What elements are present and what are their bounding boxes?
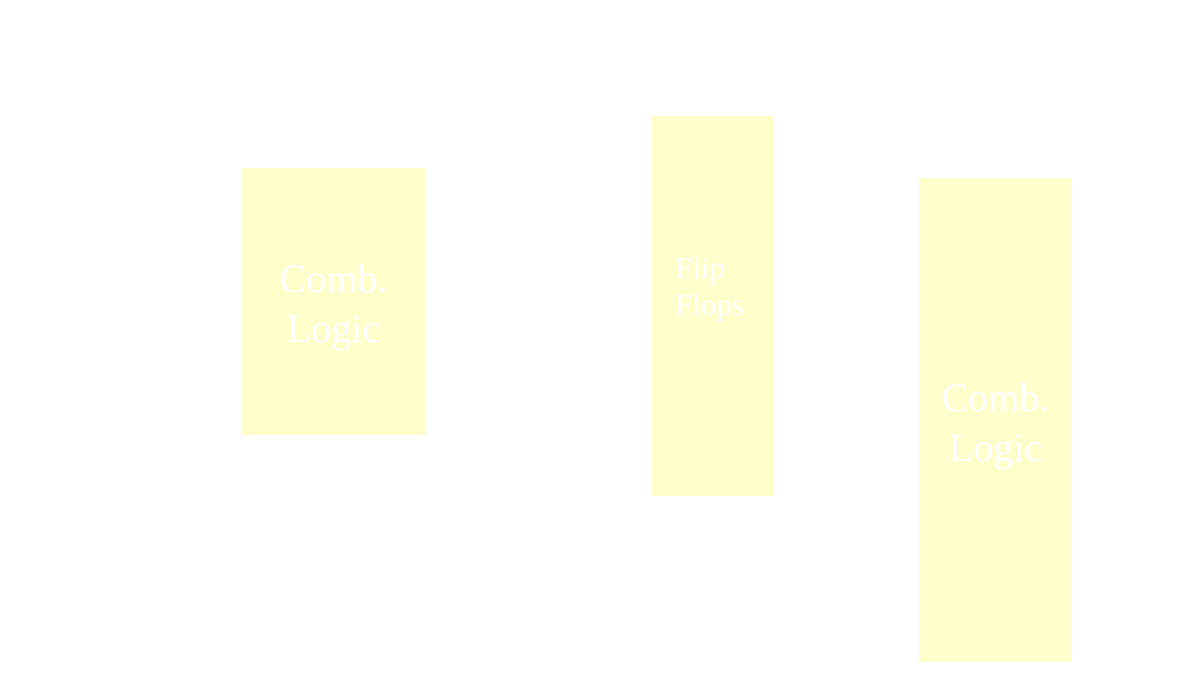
comb-logic-label-left: Comb. Logic: [242, 254, 425, 354]
block-label-line: Flip: [675, 250, 725, 285]
block-label-line: Comb.: [941, 375, 1050, 420]
comb-logic-block-left: Comb. Logic: [242, 168, 425, 435]
block-label-line: Logic: [286, 306, 381, 351]
comb-logic-block-right: Comb. Logic: [919, 178, 1072, 662]
block-label-line: Logic: [948, 425, 1043, 470]
flip-flops-block: Flip Flops: [652, 116, 774, 496]
block-label-line: Comb.: [279, 256, 388, 301]
comb-logic-label-right: Comb. Logic: [919, 373, 1072, 473]
flip-flops-label: Flip Flops: [675, 249, 744, 323]
block-label-line: Flops: [675, 287, 744, 322]
